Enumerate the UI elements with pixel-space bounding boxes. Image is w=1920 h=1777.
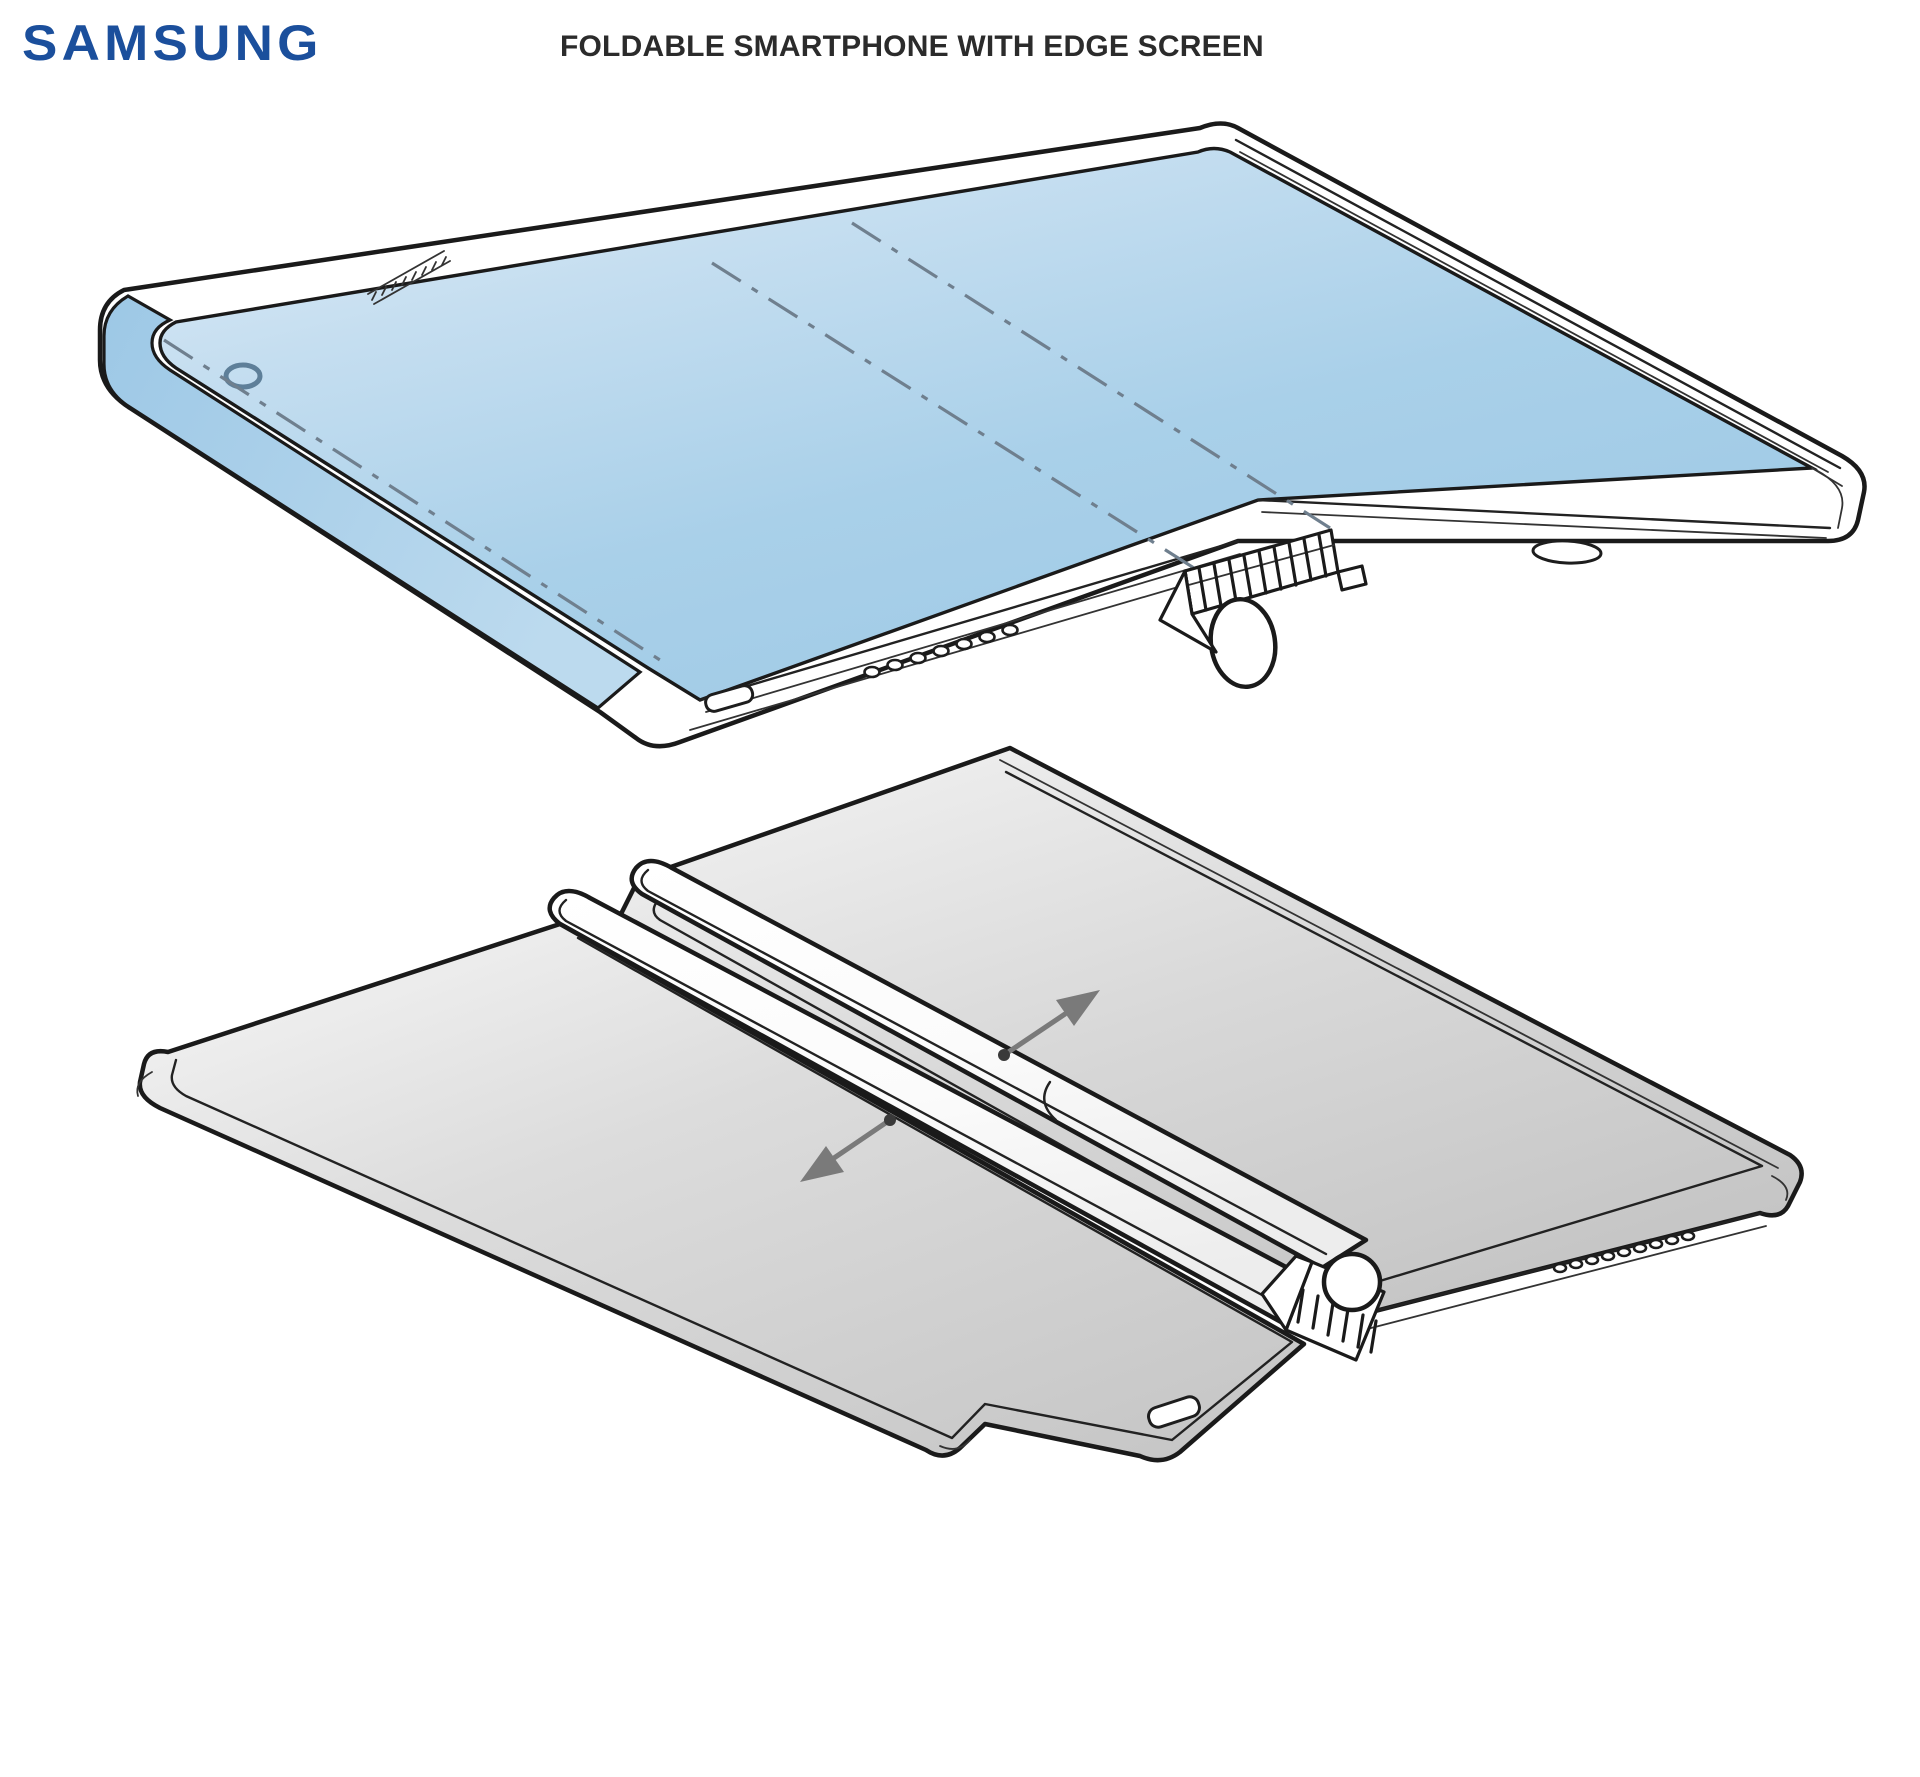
page-header: SAMSUNG FOLDABLE SMARTPHONE WITH EDGE SC… [0, 0, 1920, 100]
rear-panel-left [136, 921, 1307, 1463]
right-end-cap [1815, 454, 1867, 543]
edge-boundary-line [163, 338, 661, 662]
fold-axis-lines [163, 221, 1331, 662]
earpiece-speaker-grille [367, 250, 451, 305]
hinge-pivot [1208, 596, 1278, 690]
front-camera-hole [223, 362, 263, 390]
chassis-band-right [1256, 498, 1832, 565]
motion-arrow-down-left [800, 1114, 896, 1182]
samsung-brand-logo: SAMSUNG [22, 15, 323, 71]
fold-axis-line-left [711, 261, 1225, 589]
usb-c-port-rear[interactable] [1146, 1394, 1202, 1429]
rear-speaker-holes [1552, 1230, 1696, 1274]
chassis-band-rear-right [1330, 1211, 1767, 1337]
fold-axis-line-right [851, 221, 1331, 530]
chassis-band-left [689, 539, 1241, 731]
hinge-barrel [547, 858, 1369, 1341]
hinge-assembly-rear [1260, 1251, 1386, 1362]
edge-display-panel [158, 146, 1819, 702]
side-button[interactable] [1531, 539, 1603, 565]
figure-top-front-view [97, 121, 1867, 749]
page-title: FOLDABLE SMARTPHONE WITH EDGE SCREEN [560, 30, 1264, 63]
bottom-speaker-holes [863, 623, 1019, 679]
hinge-assembly-front [1158, 528, 1368, 690]
curved-left-edge-face [102, 294, 643, 710]
motion-arrow-up-right [998, 990, 1100, 1061]
usb-c-port[interactable] [704, 684, 755, 714]
figure-bottom-rear-view [136, 745, 1804, 1463]
hinge-pivot-rear [1321, 1251, 1383, 1313]
hinge-comb-teeth [1197, 533, 1328, 612]
